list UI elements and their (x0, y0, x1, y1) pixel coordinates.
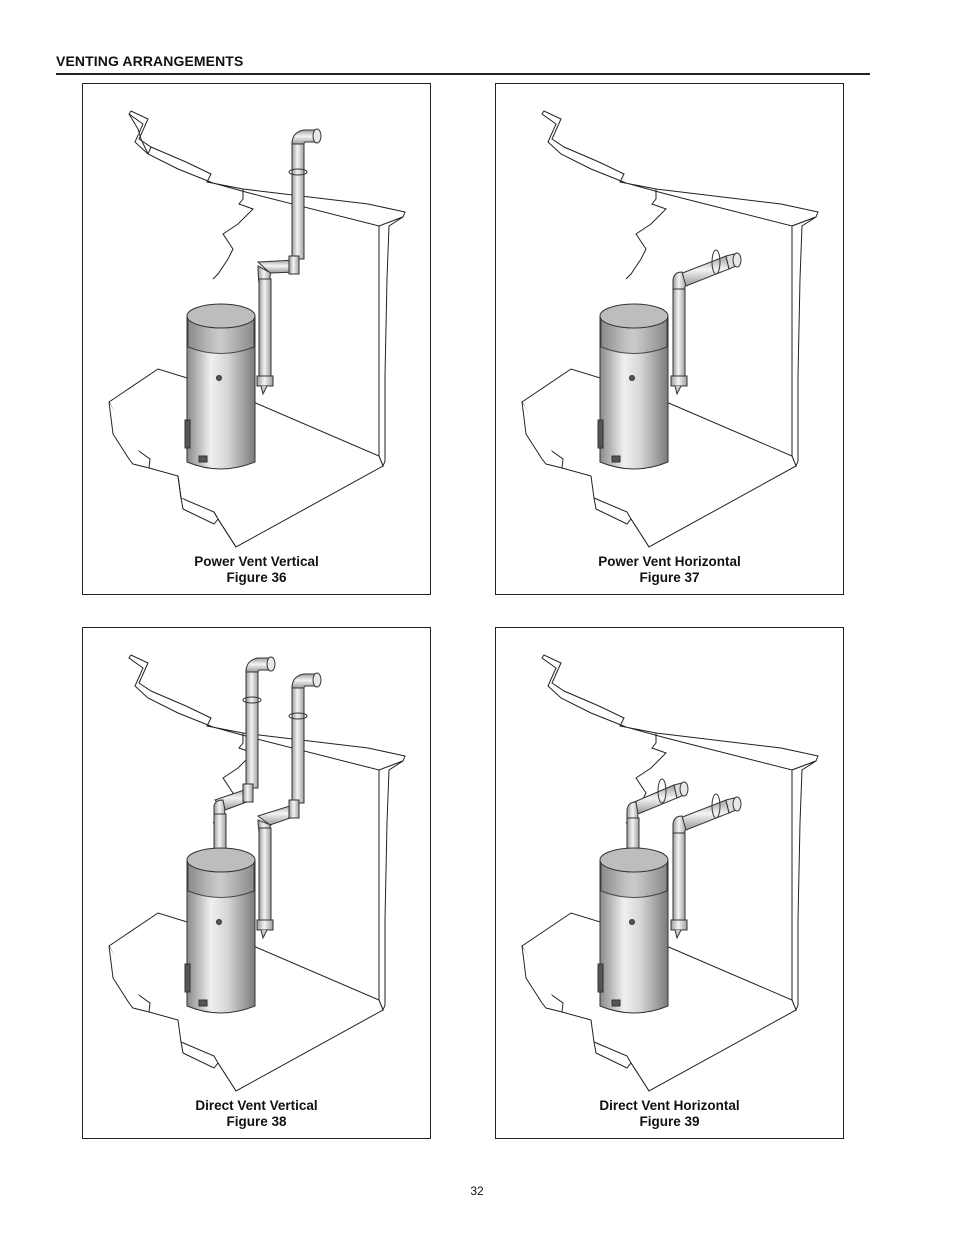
power-vent-horizontal-illustration (521, 110, 819, 548)
direct-vent-horizontal-illustration (521, 654, 819, 1092)
figure-39-panel: Direct Vent Horizontal Figure 39 (495, 627, 844, 1139)
power-vent-vertical-illustration (108, 110, 406, 548)
figure-37-panel: Power Vent Horizontal Figure 37 (495, 83, 844, 595)
direct-vent-vertical-illustration (108, 654, 406, 1092)
figure-number: Figure 37 (639, 570, 700, 585)
section-title: VENTING ARRANGEMENTS (56, 53, 244, 69)
figure-caption-title: Power Vent Horizontal (598, 554, 741, 569)
figure-38-panel: Direct Vent Vertical Figure 38 (82, 627, 431, 1139)
section-rule (56, 73, 870, 75)
figure-caption-title: Direct Vent Horizontal (599, 1098, 740, 1113)
page-number: 32 (470, 1184, 484, 1198)
figure-number: Figure 38 (226, 1114, 287, 1129)
figure-36-panel: Power Vent Vertical Figure 36 (82, 83, 431, 595)
figure-caption-title: Power Vent Vertical (194, 554, 319, 569)
figure-number: Figure 39 (639, 1114, 700, 1129)
figure-number: Figure 36 (226, 570, 287, 585)
figure-caption-title: Direct Vent Vertical (195, 1098, 318, 1113)
